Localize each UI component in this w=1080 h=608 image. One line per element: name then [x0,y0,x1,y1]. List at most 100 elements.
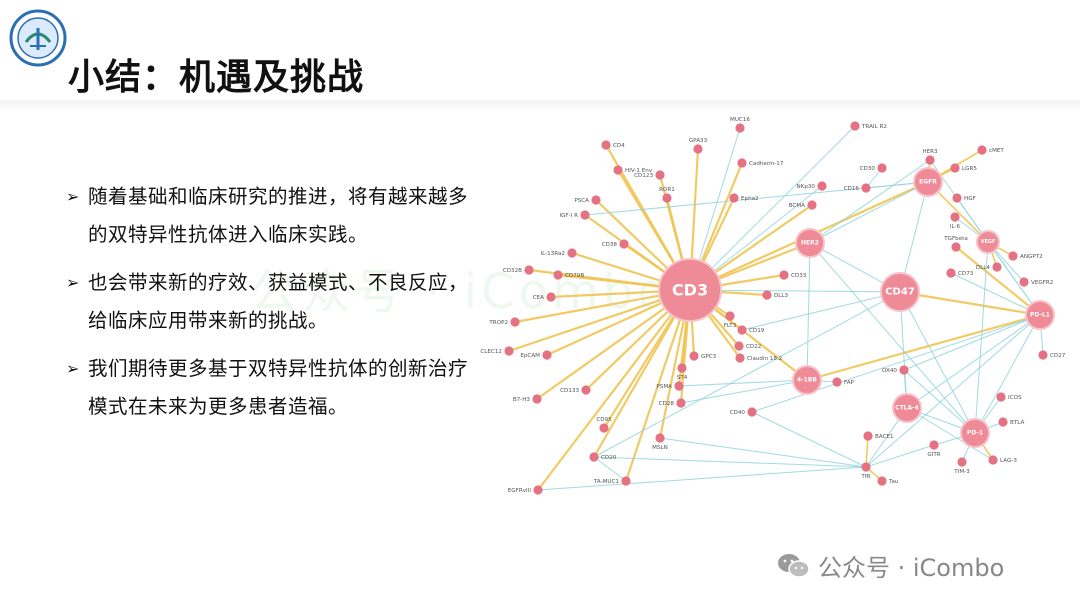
node-label: MUC16 [730,117,750,123]
node-psca: PSCA [574,195,601,205]
arrow-bullet-icon: ➢ [66,273,80,292]
node-cd73: CD73 [946,268,974,278]
node-cd28: CD28 [659,398,686,408]
bullet-list: ➢ 随着基础和临床研究的推进，将有越来越多的双特异性抗体进入临床实践。 ➢ 也会… [66,178,476,436]
edge-tfr-msln [659,437,867,468]
node-dll3: DLL3 [762,290,789,300]
node-label: LGR5 [962,166,977,172]
node-label: CD38 [602,242,618,248]
node-btla: BTLA [998,417,1024,427]
node-cd47: CD47 [880,272,920,312]
edge-ta-muc1-cd20 [593,456,627,482]
node-cea: CEA [533,292,556,302]
node-label: GPC3 [701,354,717,360]
node-cd20: CD20 [589,452,617,462]
node-label: CD4 [613,143,625,149]
node-cd33: CD33 [779,270,807,280]
node-gpc3: GPC3 [689,351,717,361]
node-label: HGF [964,196,976,202]
node-epha2: Epha2 [729,193,759,203]
footer-brand: 公众号 · iCombo [776,548,1004,583]
node-label: CD28 [659,401,675,407]
node-cd123: CD123 [634,170,665,180]
node-muc16: MUC16 [730,117,750,133]
node-cd27: CD27 [1038,350,1066,360]
bullet-item: ➢ 我们期待更多基于双特异性抗体的创新治疗模式在未来为更多患者造福。 [66,350,476,426]
edge-cd3-trail-r2 [689,125,856,291]
node-pd-l1: PD-L1 [1025,300,1055,330]
node-4-1bb: 4-1BB [792,365,822,395]
footer-text: 公众号 · iCombo [818,554,1005,582]
node-label: TfR [860,474,870,480]
node-label: FLT3 [724,323,737,329]
edge-cd47-cd19 [741,291,901,331]
edge-pd-l1-cd40 [751,314,1041,413]
edge-ctla-4-lag-3 [906,407,994,461]
edge-cd3-cd20 [593,289,691,458]
watermark: 公众号 · iCombo [250,264,671,320]
node-cd30: CD30 [860,163,887,173]
node-label: CD3 [672,281,708,300]
bullet-item: ➢ 随着基础和临床研究的推进，将有越来越多的双特异性抗体进入临床实践。 [66,178,476,254]
node-label: BCMA [789,203,805,209]
node-label: EpCAM [520,353,540,359]
node-label: CD95 [596,417,612,423]
node-label: HER2 [801,240,819,247]
node-il-13ra2: IL-13Ra2 [540,248,577,258]
edge-gitr-tfr [865,444,935,468]
node-cd32b: CD32B [503,265,534,275]
node-label: CD16 [844,186,860,192]
node-clec12: CLEC12 [480,346,514,356]
edge-pd-l1-ox40 [903,314,1041,371]
node-cd16: CD16 [844,183,871,193]
node-b7-h3: B7-H3 [513,394,542,404]
node-ta-muc1: TA-MUC1 [593,476,631,486]
node-label: FAP [844,380,855,386]
node-ctla-4: CTLA-4 [892,393,922,423]
node-il-6: IL-6 [950,212,961,230]
node-nkp30: NKp30 [796,181,827,191]
node-label: GPA33 [689,138,708,144]
edge-tfr-pd-l1 [865,314,1041,468]
edge-cd3-ta-muc1 [624,289,692,482]
node-psma: PSMA [656,381,684,391]
edge-cd3-egfrviii [537,289,691,491]
node-label: PSMA [656,384,672,390]
edge-pd-l1-tgfbeta [955,246,1041,316]
slide-title: 小结：机遇及挑战 [68,57,365,98]
node-label: TROP2 [488,320,508,326]
node-igf-i-r: IGF-I R [559,210,590,220]
edge-cd47-pd-1 [899,291,976,434]
node-label: ST4 [677,375,688,381]
node-label: CD47 [885,287,915,298]
edge-4-1bb-cd28 [680,379,808,404]
node-cd38: CD38 [602,239,629,249]
node-label: TRAIL R2 [861,124,887,130]
node-cmet: cMET [977,145,1004,155]
node-label: IGF-I R [559,213,578,219]
bullet-text: 我们期待更多基于双特异性抗体的创新治疗模式在未来为更多患者造福。 [88,357,469,418]
arrow-bullet-icon: ➢ [66,187,80,206]
node-tfr: TfR [860,462,871,480]
title-divider [0,100,1080,112]
node-cadherin-17: Cadherin-17 [737,158,784,168]
node-label: CD30 [860,166,876,172]
node-label: PSCA [574,198,589,204]
node-gpa33: GPA33 [689,138,708,154]
node-label: EGFRvIII [508,488,532,494]
node-label: CD79B [565,273,584,279]
node-lag-3: LAG-3 [988,455,1017,465]
node-lgr5: LGR5 [950,163,977,173]
edge-pd-l1-4-1bb [806,313,1041,382]
node-label: DLL4 [976,265,991,271]
node-tim-3: TIM-3 [953,457,970,475]
edge-tfr-bace1 [865,435,869,468]
wechat-icon [778,553,810,578]
edge-pd-1-vegf [974,241,989,434]
node-label: PD-1 [967,430,983,437]
edge-tfr-cd20 [593,456,867,468]
node-label: CD73 [958,271,974,277]
node-vegfr2: VEGFR2 [1019,277,1053,287]
node-egfrviii: EGFRvIII [508,485,543,495]
